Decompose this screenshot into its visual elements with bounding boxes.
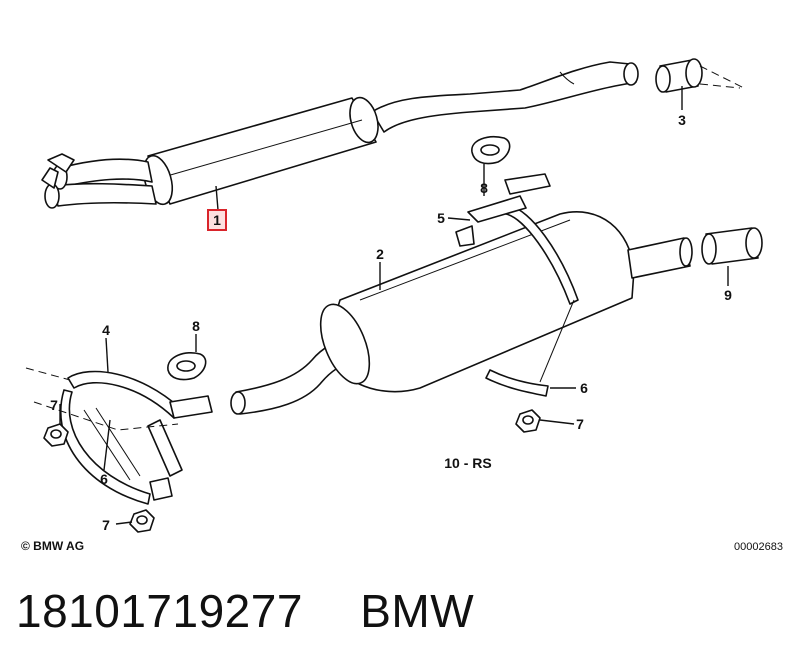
callout-7-b[interactable]: 7	[102, 517, 110, 533]
footer-caption: 18101719277 BMW	[16, 584, 474, 638]
callout-6-b[interactable]: 6	[580, 380, 588, 396]
callout-8-upper[interactable]: 8	[480, 180, 488, 196]
callout-9[interactable]: 9	[724, 287, 732, 303]
rubber-mount-8-upper	[471, 136, 511, 165]
nut-7-a	[43, 423, 69, 447]
bracket-5	[455, 173, 551, 247]
sleeve-9	[701, 227, 763, 265]
callout-7-a[interactable]: 7	[50, 397, 58, 413]
callout-4[interactable]: 4	[102, 322, 110, 338]
copyright-text: © BMW AG	[21, 539, 85, 553]
callouts: 1 3 2 9 8 5 8 4 7 6 7 6 7 10 - RS	[50, 112, 732, 533]
rubber-mount-8-lower	[167, 352, 207, 381]
callout-5[interactable]: 5	[437, 210, 445, 226]
front-pipe-silencer	[41, 61, 639, 209]
callout-7-c[interactable]: 7	[576, 416, 584, 432]
callout-2[interactable]: 2	[376, 246, 384, 262]
callout-10-rs[interactable]: 10 - RS	[444, 455, 491, 471]
callout-1-highlight	[207, 209, 227, 231]
callout-8-lower[interactable]: 8	[192, 318, 200, 334]
strap-4	[25, 367, 213, 505]
rear-silencer	[230, 205, 693, 415]
brand-name: BMW	[360, 585, 475, 637]
drawing-number: 00002683	[734, 541, 783, 553]
callout-1[interactable]: 1	[213, 212, 221, 228]
leader-lines	[59, 86, 729, 525]
nut-7-c	[515, 409, 541, 433]
nut-7-b	[129, 509, 155, 533]
sleeve-3	[655, 58, 745, 93]
callout-3[interactable]: 3	[678, 112, 686, 128]
callout-6-a[interactable]: 6	[100, 471, 108, 487]
part-number: 18101719277	[16, 585, 303, 637]
